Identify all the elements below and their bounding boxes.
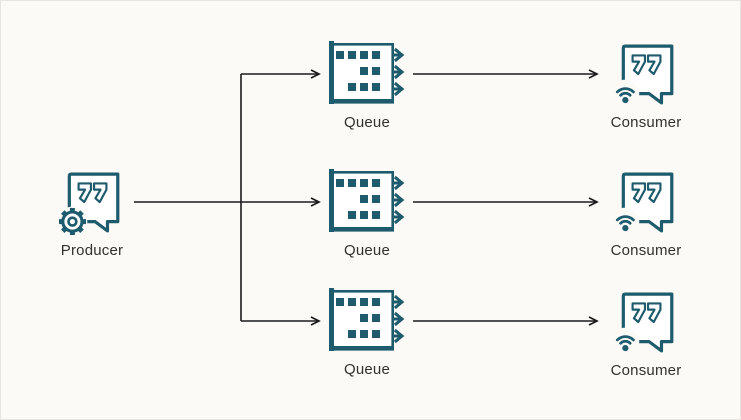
wifi-icon	[613, 79, 640, 107]
node-label-consumer-1: Consumer	[610, 114, 682, 131]
quote-marks	[631, 182, 662, 204]
chat-bubble-wifi-icon	[613, 44, 674, 107]
node-label-producer: Producer	[60, 242, 124, 259]
node-queue-3: Queue	[312, 288, 422, 378]
wifi-icon	[613, 207, 640, 235]
node-label-consumer-2: Consumer	[610, 242, 682, 259]
chat-bubble-wifi-icon	[613, 292, 674, 355]
node-queue-2: Queue	[312, 169, 422, 259]
chat-bubble-wifi-icon	[613, 172, 674, 235]
node-producer: Producer	[37, 169, 147, 259]
queue-icon	[329, 169, 405, 232]
node-label-queue-1: Queue	[343, 114, 391, 131]
quote-marks	[631, 54, 662, 76]
queue-out-arrows	[392, 294, 405, 344]
gear-icon	[59, 206, 88, 235]
quote-marks	[631, 302, 662, 324]
node-consumer-2: Consumer	[591, 169, 701, 259]
node-consumer-1: Consumer	[591, 41, 701, 131]
node-consumer-3: Consumer	[591, 289, 701, 379]
queue-out-arrows	[392, 175, 405, 225]
wifi-icon	[613, 327, 640, 355]
node-queue-1: Queue	[312, 41, 422, 131]
queue-out-arrows	[392, 47, 405, 97]
node-label-queue-2: Queue	[343, 242, 391, 259]
queue-icon	[329, 41, 405, 104]
quote-marks	[77, 182, 108, 204]
node-label-consumer-3: Consumer	[610, 362, 682, 379]
queue-icon	[329, 288, 405, 351]
node-label-queue-3: Queue	[343, 361, 391, 378]
chat-bubble-gear-icon	[59, 172, 120, 235]
